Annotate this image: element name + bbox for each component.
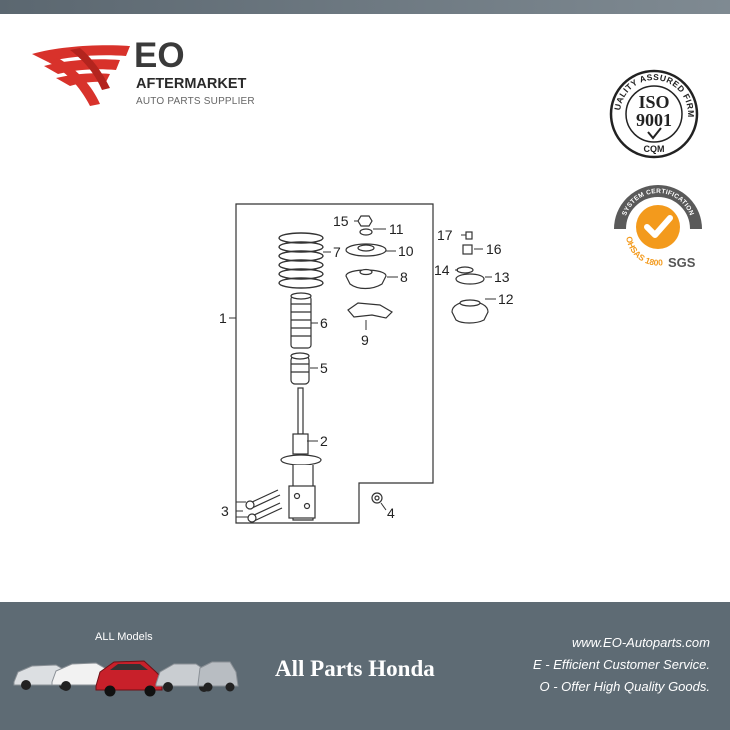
brand-tagline: AFTERMARKET [136, 76, 247, 92]
part-label-9: 9 [361, 332, 369, 348]
bump-stop [290, 352, 310, 385]
part-label-5: 5 [320, 360, 328, 376]
separate-mount-parts [451, 231, 489, 324]
leader-lines [229, 220, 496, 518]
sgs-logo-text: SGS [668, 255, 696, 270]
brand-logo: EO AFTERMARKET AUTO PARTS SUPPLIER [30, 36, 290, 115]
car-lineup-image [13, 660, 239, 697]
slogan-o: O - Offer High Quality Goods. [539, 679, 710, 694]
car-red-icon [95, 660, 163, 697]
cqm-label: CQM [644, 144, 665, 154]
part-label-6: 6 [320, 315, 328, 331]
dust-boot [290, 292, 312, 349]
brand-subtitle: AUTO PARTS SUPPLIER [136, 96, 255, 107]
shock-absorber [280, 387, 322, 521]
wing-logo-icon [32, 45, 130, 106]
part-label-10: 10 [398, 243, 414, 259]
footer-title: All Parts Honda [275, 656, 435, 681]
part-label-7: 7 [333, 244, 341, 260]
part-label-17: 17 [437, 227, 453, 243]
top-bar [0, 0, 730, 14]
assembly-boundary [235, 203, 434, 524]
part-label-15: 15 [333, 213, 349, 229]
iso-9001-badge: QUALITY ASSURED FIRM ISO 9001 CQM [608, 68, 699, 159]
part-label-2: 2 [320, 433, 328, 449]
coil-spring [278, 232, 324, 289]
all-models-label: ALL Models [95, 631, 153, 643]
part-label-14: 14 [434, 262, 450, 278]
part-label-4: 4 [387, 505, 395, 521]
website-link[interactable]: www.EO-Autoparts.com [572, 635, 710, 650]
part-label-8: 8 [400, 269, 408, 285]
ohsas-sgs-badge: SYSTEM CERTIFICATION OHSAS 18001 SGS [612, 183, 702, 270]
part-label-3: 3 [221, 503, 229, 519]
bolts-and-nut [245, 489, 383, 523]
part-label-12: 12 [498, 291, 514, 307]
iso-number: 9001 [636, 110, 672, 130]
footer-banner: ALL Models All Pa [0, 602, 730, 730]
part-label-11: 11 [389, 221, 404, 237]
part-label-1: 1 [219, 310, 227, 326]
parts-diagram: 1 2 3 4 5 6 7 8 9 10 11 12 13 14 15 16 1… [219, 203, 514, 524]
iso-label: ISO [638, 92, 669, 112]
part-label-16: 16 [486, 241, 502, 257]
part-label-13: 13 [494, 269, 510, 285]
slogan-e: E - Efficient Customer Service. [533, 657, 710, 672]
check-icon [644, 215, 673, 238]
check-icon [647, 127, 662, 140]
car-minivan-icon [197, 661, 239, 692]
upper-mount-parts [345, 215, 393, 319]
brand-name: EO [134, 36, 185, 75]
footer-contact: www.EO-Autoparts.com E - Efficient Custo… [533, 632, 710, 698]
